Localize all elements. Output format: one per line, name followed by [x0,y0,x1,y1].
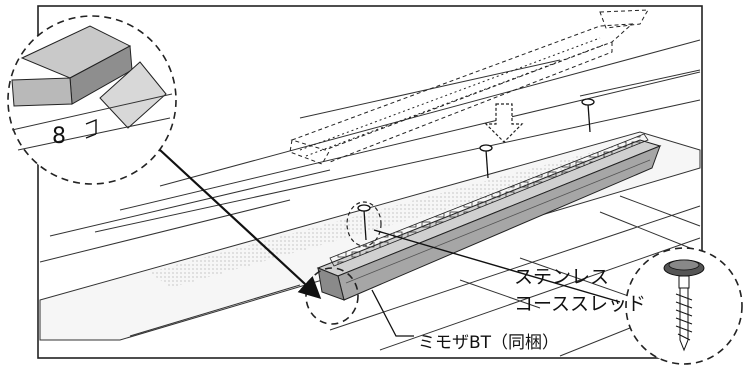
screw-highlight-circle [346,201,382,247]
detail-circle [7,15,177,185]
screw-label-line1: ステンレス [514,266,610,288]
diagram-frame [37,5,703,359]
screw-icon [357,98,595,241]
ridge-band-dots [150,150,620,288]
dimension-label: 8 [52,124,66,149]
screw-label-line2: コーススレッド [514,293,647,315]
roof-back-slope [39,39,701,263]
ridge-vent [316,133,662,301]
down-arrow-icon [484,103,524,143]
ridge-vent-leader-line [371,289,414,337]
screw-detail-circle [625,247,743,365]
ridge-cover-dashed [289,9,649,165]
screw-leader-line [373,229,621,303]
ridge-vent-label: ミモザBT（同梱） [418,333,560,353]
detail-leader-arrow [159,149,322,299]
